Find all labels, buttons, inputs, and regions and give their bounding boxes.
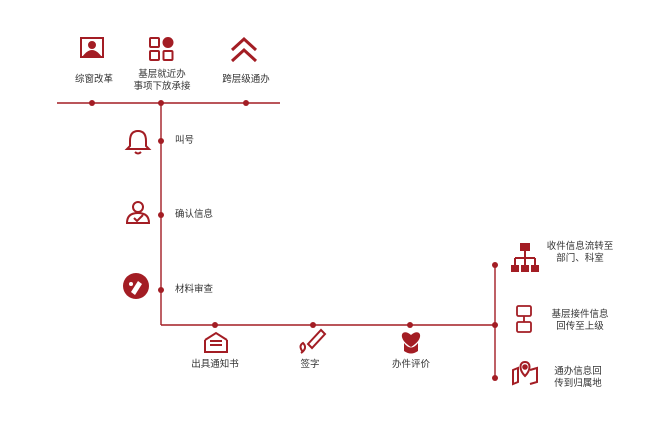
dot bbox=[158, 212, 164, 218]
connector-lines bbox=[57, 102, 496, 378]
right-branch-label: 基层接件信息 回传至上级 bbox=[551, 309, 609, 332]
dot bbox=[492, 262, 498, 268]
dot bbox=[158, 100, 164, 106]
bottom-step-label: 办件评价 bbox=[391, 359, 431, 370]
connector-dots bbox=[89, 100, 498, 381]
app-grid-icon bbox=[149, 37, 174, 61]
user-check-icon bbox=[125, 201, 151, 224]
right-branch-label: 通办信息回 传到归属地 bbox=[554, 366, 602, 389]
top-row-label: 基层就近办 事项下放承接 bbox=[133, 69, 191, 92]
heart-flower-icon bbox=[401, 332, 421, 354]
dot bbox=[158, 287, 164, 293]
dot bbox=[407, 322, 413, 328]
right-branch-label: 收件信息流转至 部门、科室 bbox=[546, 241, 614, 264]
bell-icon bbox=[124, 129, 152, 155]
vertical-step-label: 叫号 bbox=[175, 135, 195, 146]
dot bbox=[492, 375, 498, 381]
envelope-tray-icon bbox=[204, 331, 228, 353]
portrait-frame-icon bbox=[80, 37, 104, 58]
top-row-label: 跨层级通办 bbox=[222, 74, 270, 85]
dot bbox=[89, 100, 95, 106]
org-chart-icon bbox=[511, 243, 539, 272]
bottom-step-label: 出具通知书 bbox=[191, 359, 239, 370]
flowchart-icon bbox=[516, 305, 532, 333]
dot bbox=[212, 322, 218, 328]
review-stamp-icon bbox=[123, 273, 149, 299]
pen-sign-icon bbox=[299, 328, 327, 354]
top-row-label: 综窗改革 bbox=[74, 74, 114, 85]
map-pin-icon bbox=[512, 360, 538, 386]
bottom-step-label: 签字 bbox=[300, 359, 320, 370]
dot bbox=[243, 100, 249, 106]
dot bbox=[310, 322, 316, 328]
dot bbox=[158, 138, 164, 144]
vertical-step-label: 确认信息 bbox=[175, 209, 214, 220]
double-chevron-up-icon bbox=[230, 36, 258, 63]
dot bbox=[492, 322, 498, 328]
vertical-step-label: 材料审查 bbox=[175, 284, 214, 295]
